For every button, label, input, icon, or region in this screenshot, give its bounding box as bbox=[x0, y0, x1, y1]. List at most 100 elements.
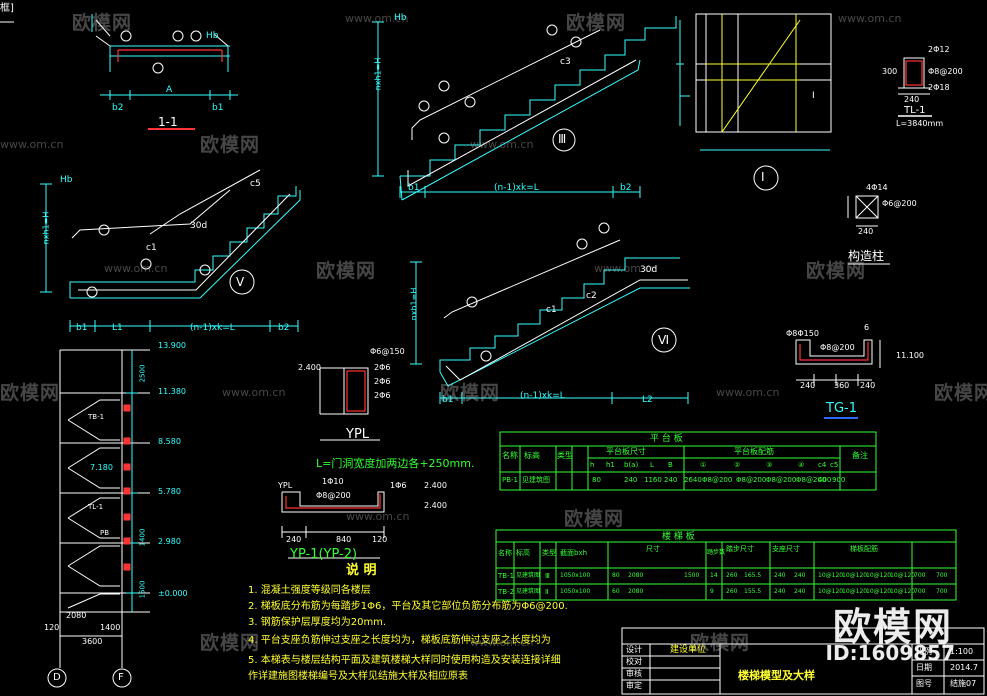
axis-d: D bbox=[53, 672, 61, 683]
note-5: 5. 本梯表与楼层结构平面及建筑楼梯大样同时使用构造及安装连接详细 bbox=[248, 655, 561, 666]
st-r1-b2: 240 bbox=[794, 572, 806, 579]
note-4: 4. 平台支座负筋伸过支座之长度均为，梯板底筋伸过支座之长度均为 bbox=[248, 635, 551, 646]
watermark-url: www.om.cn bbox=[716, 386, 780, 399]
elev-2500: 2500 bbox=[138, 364, 147, 383]
elev-pb: PB bbox=[100, 529, 110, 537]
roman-6: Ⅵ bbox=[658, 333, 670, 347]
dim-hb: Hb bbox=[394, 13, 407, 23]
elev-1400-base: 1400 bbox=[100, 623, 121, 632]
plan-marker-1: Ⅰ bbox=[812, 91, 815, 101]
st-r1-r2: 10@120 bbox=[842, 572, 868, 579]
watermark-url: www.om.cn bbox=[345, 12, 409, 25]
platform-table-title: 平 台 板 bbox=[650, 434, 683, 444]
dim-b2: b2 bbox=[620, 183, 632, 193]
st-r2-b1: 240 bbox=[774, 588, 786, 595]
watermark-brand: 欧模网 bbox=[564, 508, 625, 530]
gzz-label: 构造柱 bbox=[848, 249, 885, 263]
note-6: 作详建施图楼梯编号及大样见结施大样及相应原表 bbox=[248, 671, 468, 682]
st-r1-l: 1500 bbox=[684, 572, 700, 579]
elev-11380: 11.380 bbox=[158, 387, 186, 396]
pt-sub-b: B bbox=[668, 461, 673, 469]
tg1-360: 360 bbox=[834, 381, 850, 390]
watermark-url: www.om.cn bbox=[470, 138, 534, 151]
st-h-name: 名称 bbox=[498, 549, 512, 557]
st-h-type: 类型 bbox=[542, 549, 556, 557]
watermark-brand: 欧模网 bbox=[934, 382, 987, 404]
gzz-bars: 4Φ14 bbox=[866, 183, 888, 192]
yp1-120: 120 bbox=[372, 535, 388, 544]
pt-r-r1: Φ8@200 bbox=[702, 476, 733, 484]
st-r2-h1: 155.5 bbox=[744, 588, 762, 595]
st-h-steps: 踏步数 bbox=[707, 549, 726, 556]
watermark-url: www.om.cn bbox=[104, 262, 168, 275]
tl1-height: 300 bbox=[882, 67, 898, 76]
pt-r-name: PB-1 bbox=[502, 476, 519, 484]
yp1-elev: 2.400 bbox=[424, 481, 447, 490]
elev-2980: 2.980 bbox=[158, 537, 181, 546]
dim-b1: b1 bbox=[408, 183, 420, 193]
st-r1-name: TB-1 bbox=[498, 572, 515, 580]
sheet-value: 结施07 bbox=[950, 679, 977, 688]
dim-nxh: nxh1=H bbox=[41, 211, 51, 245]
date-value: 2014.7 bbox=[950, 663, 978, 672]
label-scale: 比例 bbox=[916, 647, 932, 656]
label-sheet: 图号 bbox=[916, 679, 932, 688]
gzz-width: 240 bbox=[858, 227, 874, 236]
notes-heading: 说 明 bbox=[346, 563, 377, 578]
ypl-bars-top: 2Φ6 bbox=[374, 363, 391, 372]
corner-label: 框] bbox=[0, 3, 14, 14]
st-r2-r2: 10@120 bbox=[842, 588, 868, 595]
yp1-top-bar: 1Φ6 bbox=[390, 481, 407, 490]
yp1-mesh: Φ8@200 bbox=[316, 491, 351, 500]
dim-30d: 30d bbox=[190, 221, 208, 231]
watermark-brand: 欧模网 bbox=[690, 632, 751, 654]
st-r1-l1: 2080 bbox=[628, 572, 644, 579]
watermark-url: www.om.cn bbox=[470, 636, 534, 649]
elev-tb1: TB-1 bbox=[88, 413, 105, 421]
ypl-formula: L=门洞宽度加两边各+250mm. bbox=[316, 457, 475, 470]
st-r2-c1: 700 bbox=[914, 588, 926, 595]
label-date: 日期 bbox=[916, 663, 932, 672]
roman-1: Ⅰ bbox=[761, 170, 765, 184]
ypl-bars-mid: 2Φ6 bbox=[374, 377, 391, 386]
pt-sub-h: h bbox=[590, 461, 595, 469]
st-h-sec: 截面bxh bbox=[560, 549, 588, 557]
pt-sub-l: L bbox=[650, 461, 654, 469]
pt-r-r3: Φ8@200 bbox=[766, 476, 797, 484]
tl1-stirrup: Φ8@200 bbox=[928, 67, 963, 76]
elev-1400: 1400 bbox=[138, 528, 147, 547]
yp1-elev2: 2.400 bbox=[424, 501, 447, 510]
st-r2-c2: 700 bbox=[936, 588, 948, 595]
roman-5: Ⅴ bbox=[236, 275, 245, 289]
dim-c1: c1 bbox=[546, 305, 557, 315]
pt-h-rebar: 平台板配筋 bbox=[734, 447, 774, 456]
st-r2-b: 260 bbox=[726, 588, 738, 595]
pt-h-name: 名称 bbox=[502, 451, 518, 460]
brand-id-watermark: ID:1609857 bbox=[825, 641, 955, 665]
yp1-label: YP-1(YP-2) bbox=[290, 547, 358, 562]
elev-1500: 1500 bbox=[138, 580, 147, 599]
dim-b1: b1 bbox=[442, 395, 454, 405]
elev-13900: 13.900 bbox=[158, 341, 186, 350]
dim-c5: c5 bbox=[250, 179, 261, 189]
title-row-check: 校对 bbox=[626, 657, 642, 666]
dim-hb: Hb bbox=[206, 31, 219, 41]
pt-h-size: 平台板尺寸 bbox=[606, 447, 646, 456]
elev-5780: 5.780 bbox=[158, 487, 181, 496]
pt-h-elev: 标高 bbox=[524, 451, 540, 460]
watermark-brand: 欧模网 bbox=[806, 260, 867, 282]
pt-r-elev: 见建筑图 bbox=[522, 476, 550, 484]
elev-7180: 7.180 bbox=[90, 463, 113, 472]
st-h-elev: 标高 bbox=[516, 549, 530, 557]
ypl-stirrup: Φ6@150 bbox=[370, 347, 405, 356]
elev-0000: ±0.000 bbox=[158, 589, 188, 598]
st-r1-r3: 10@120 bbox=[866, 572, 892, 579]
tl1-top-bars: 2Φ12 bbox=[928, 45, 950, 54]
tg1-elev: 11.100 bbox=[896, 351, 924, 360]
tl1-label: TL-1 bbox=[904, 105, 926, 116]
watermark-url: www.om.cn bbox=[0, 138, 64, 151]
st-h-support: 支座尺寸 bbox=[772, 545, 800, 553]
dim-nxh: nxh1=H bbox=[409, 287, 419, 321]
dim-b2: b2 bbox=[278, 323, 290, 333]
